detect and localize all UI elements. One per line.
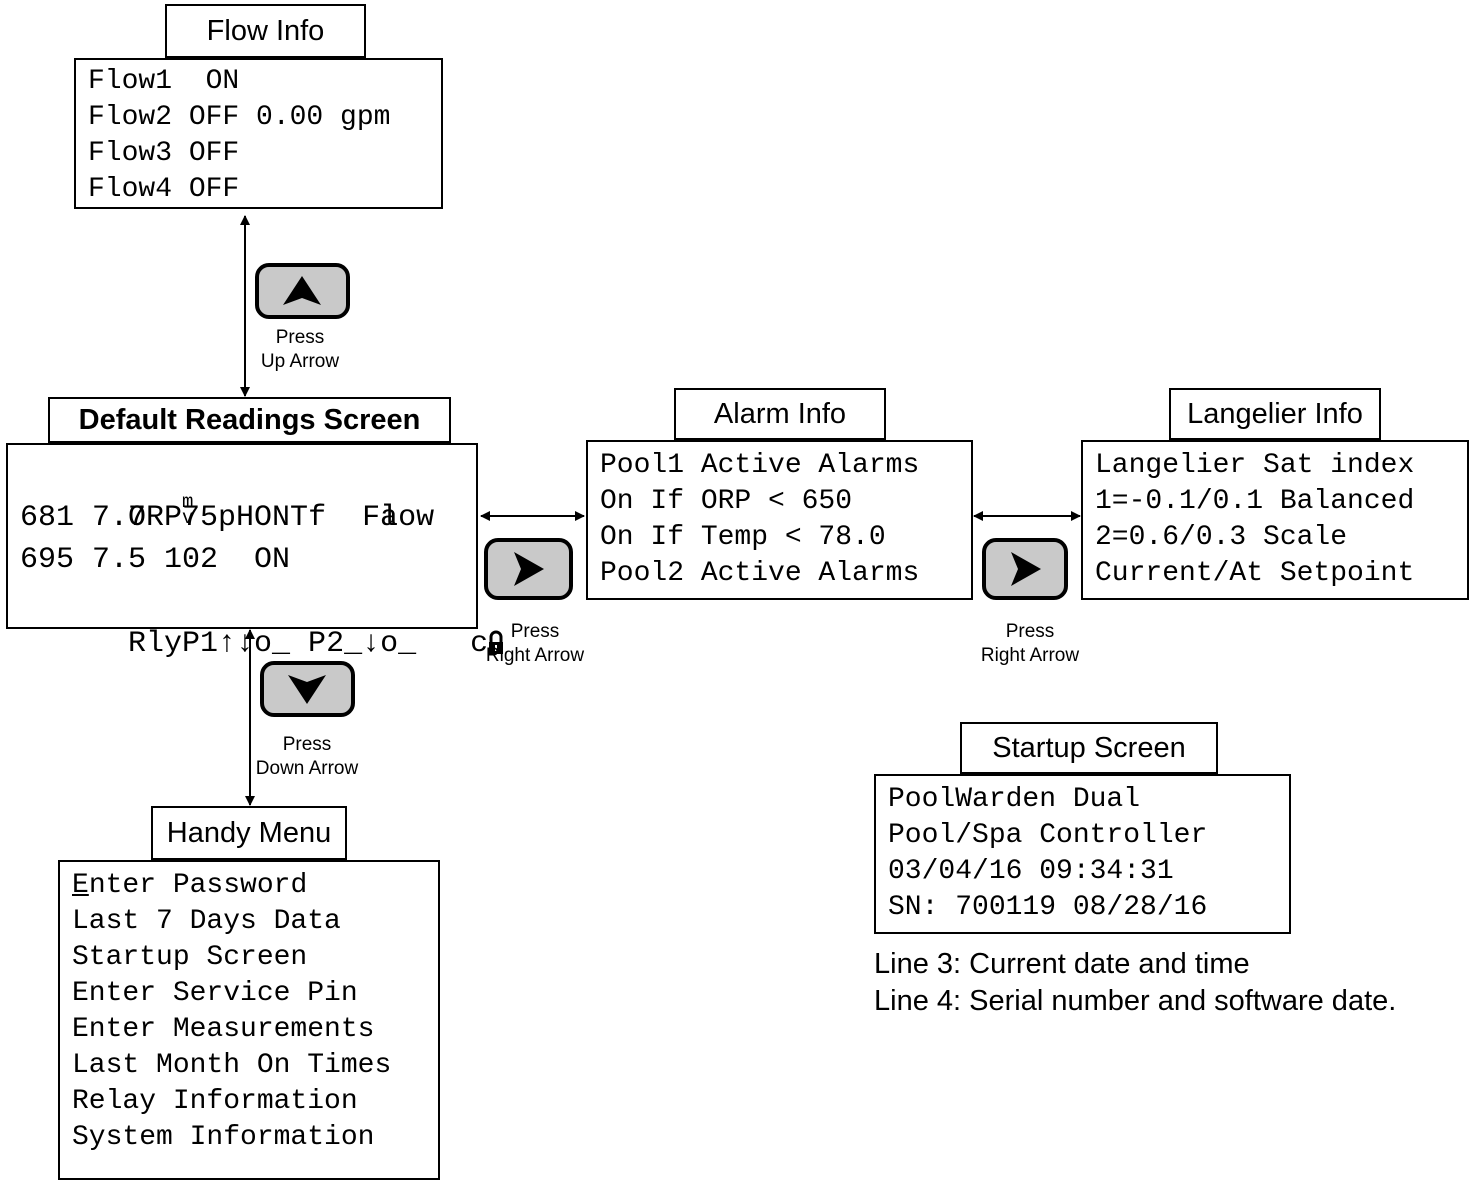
- screen-line: PoolWarden Dual: [888, 784, 1141, 815]
- menu-item-label: nter Password: [88, 870, 308, 901]
- screen-line: Pool1 Active Alarms: [600, 450, 920, 481]
- caption-line: Right Arrow: [485, 645, 585, 666]
- right-arrow-caption-2: Press Right Arrow: [965, 620, 1095, 668]
- default-readings-title-text: Default Readings Screen: [78, 403, 421, 436]
- screen-line: Langelier Sat index: [1095, 450, 1415, 481]
- caption-line: Press: [282, 734, 332, 755]
- menu-cursor-letter: E: [72, 870, 89, 901]
- langelier-info-title-text: Langelier Info: [1187, 397, 1363, 430]
- screen-line: 1=-0.1/0.1 Balanced: [1095, 486, 1415, 517]
- menu-item-system-information[interactable]: System Information: [72, 1122, 375, 1153]
- caption-line: Up Arrow: [260, 351, 340, 372]
- menu-item-enter-password[interactable]: Enter Password: [72, 868, 307, 904]
- menu-item-last-month-on-times[interactable]: Last Month On Times: [72, 1050, 392, 1081]
- mv-unit-bottom: v: [182, 507, 194, 529]
- screen-line: On If Temp < 78.0: [600, 522, 886, 553]
- up-arrow-key[interactable]: [255, 263, 350, 319]
- orp-label: ORP: [128, 501, 183, 535]
- screen-line: Current/At Setpoint: [1095, 558, 1415, 589]
- lock-icon: [489, 630, 504, 655]
- readings-header: pH Tf Flow: [200, 501, 435, 535]
- startup-screen-display: PoolWarden Dual Pool/Spa Controller 03/0…: [874, 774, 1291, 934]
- note-line-4: Line 4: Serial number and software date.: [874, 985, 1397, 1017]
- caption-line: Press: [1005, 621, 1055, 642]
- screen-line: 2=0.6/0.3 Scale: [1095, 522, 1348, 553]
- right-arrow-key-1[interactable]: [484, 538, 573, 600]
- right-arrow-key-2[interactable]: [982, 538, 1068, 600]
- screen-line: Flow2 OFF 0.00 gpm: [88, 102, 391, 133]
- menu-item-enter-service-pin[interactable]: Enter Service Pin: [72, 978, 358, 1009]
- screen-line: On If ORP < 650: [600, 486, 853, 517]
- caption-line: Down Arrow: [255, 758, 359, 779]
- flow-info-title: Flow Info: [165, 4, 366, 58]
- up-arrow-caption: Press Up Arrow: [240, 326, 360, 374]
- screen-line: SN: 700119 08/28/16: [888, 892, 1208, 923]
- screen-line: Flow4 OFF: [88, 174, 240, 205]
- menu-item-last-7-days-data[interactable]: Last 7 Days Data: [72, 906, 341, 937]
- alarm-info-title: Alarm Info: [674, 388, 886, 440]
- menu-item-enter-measurements[interactable]: Enter Measurements: [72, 1014, 375, 1045]
- menu-item-relay-information[interactable]: Relay Information: [72, 1086, 358, 1117]
- alarm-info-title-text: Alarm Info: [713, 397, 847, 430]
- down-arrow-key[interactable]: [260, 661, 355, 717]
- alarm-info-screen: Pool1 Active Alarms On If ORP < 650 On I…: [586, 440, 973, 600]
- handy-menu-title-text: Handy Menu: [166, 816, 332, 849]
- caption-line: Press: [510, 621, 560, 642]
- down-arrow-icon: [288, 675, 326, 704]
- down-arrow-caption: Press Down Arrow: [247, 733, 367, 781]
- right-arrow-icon: [514, 552, 544, 586]
- screen-line: Pool2 Active Alarms: [600, 558, 920, 589]
- startup-screen-title: Startup Screen: [960, 722, 1218, 774]
- right-arrow-icon: [1011, 552, 1041, 586]
- startup-screen-title-text: Startup Screen: [992, 731, 1186, 764]
- flow-info-screen: Flow1 ON Flow2 OFF 0.00 gpm Flow3 OFF Fl…: [74, 58, 443, 209]
- up-arrow-icon: [283, 276, 321, 305]
- screen-line: 695 7.5 102 ON: [20, 543, 291, 577]
- handy-menu-screen: Enter Password Last 7 Days Data Startup …: [58, 860, 440, 1180]
- right-arrow-caption-1: Press Right Arrow: [470, 620, 600, 668]
- screen-line: Flow3 OFF: [88, 138, 240, 169]
- mv-unit-top: m: [182, 491, 194, 513]
- langelier-info-title: Langelier Info: [1169, 388, 1381, 440]
- langelier-info-screen: Langelier Sat index 1=-0.1/0.1 Balanced …: [1081, 440, 1469, 600]
- relay-status: RlyP1↑↓o_ P2_↓o_ c: [128, 627, 489, 661]
- screen-line: RlyP1↑↓o_ P2_↓o_ c: [20, 581, 504, 707]
- screen-line: Pool/Spa Controller: [888, 820, 1208, 851]
- startup-notes: Line 3: Current date and time Line 4: Se…: [874, 946, 1396, 1020]
- default-readings-title: Default Readings Screen: [48, 397, 451, 443]
- screen-line: 681 7.7 75 ON a: [20, 501, 399, 535]
- flow-info-title-text: Flow Info: [206, 14, 325, 47]
- caption-line: Press: [275, 327, 325, 348]
- note-line-3: Line 3: Current date and time: [874, 948, 1250, 980]
- caption-line: Right Arrow: [980, 645, 1080, 666]
- menu-item-startup-screen[interactable]: Startup Screen: [72, 942, 308, 973]
- handy-menu-title: Handy Menu: [151, 806, 347, 860]
- screen-line: 03/04/16 09:34:31: [888, 856, 1174, 887]
- screen-line: Flow1 ON: [88, 66, 240, 97]
